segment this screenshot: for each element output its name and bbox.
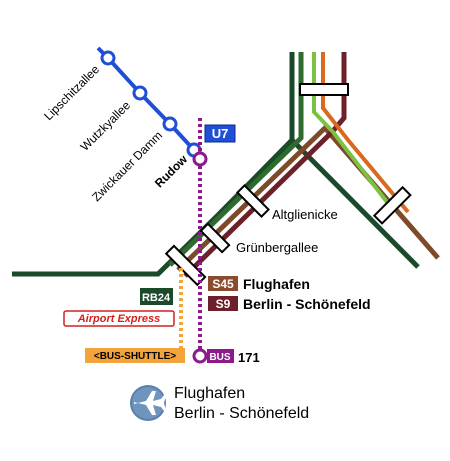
airport-express-badge-label: Airport Express: [77, 313, 161, 325]
bus-shuttle-badge-label: <BUS-SHUTTLE>: [94, 351, 176, 362]
station-label-altglienicke: Altglienicke: [272, 207, 338, 222]
u7-label-rudow: Rudow: [152, 152, 191, 191]
u7-station-lipschitzallee-dot[interactable]: [100, 50, 116, 66]
orange-line: [321, 52, 410, 214]
olive-green-line: [168, 52, 304, 267]
station-marker-altglienicke[interactable]: [236, 184, 270, 218]
u7-station-zwickauer-damm-dot[interactable]: [162, 116, 178, 132]
airport-label-line2: Berlin - Schönefeld: [174, 405, 309, 422]
station-marker-gruenbergallee[interactable]: [199, 222, 231, 254]
s45-badge[interactable]: [208, 276, 238, 291]
u7-label-lipschitzallee: Lipschitzallee: [41, 62, 102, 123]
s45-badge-label: S45: [212, 277, 234, 291]
station-markers: [164, 83, 412, 287]
bus-stop[interactable]: [192, 348, 208, 364]
station-marker-north[interactable]: [299, 83, 349, 96]
bus-badge[interactable]: [207, 349, 234, 363]
light-green-line: [312, 52, 392, 208]
airplane-icon: [130, 385, 166, 421]
purple-stop-rudow[interactable]: [192, 151, 208, 167]
bus-number-label: 171: [238, 350, 260, 365]
bus-shuttle-badge[interactable]: [85, 348, 185, 363]
s9-badge[interactable]: [208, 296, 238, 311]
bus-badge-label: BUS: [209, 352, 230, 363]
airport-label-line1: Flughafen: [174, 385, 245, 402]
airport-express-badge[interactable]: [63, 310, 175, 327]
u7-station-wutzkyallee-dot[interactable]: [132, 85, 148, 101]
u7-label-wutzkyallee: Wutzkyallee: [78, 98, 134, 154]
airport-station-name-line2: Berlin - Schönefeld: [243, 296, 371, 312]
dark-green-line-east: [290, 138, 420, 269]
airport-station-name-line1: Flughafen: [243, 276, 310, 292]
s9-badge-label: S9: [216, 297, 231, 311]
u7-badge[interactable]: [204, 124, 236, 143]
rb24-badge[interactable]: [140, 288, 173, 305]
brown-line: [176, 124, 440, 272]
station-label-gruenbergallee: Grünbergallee: [236, 240, 318, 255]
u7-badge-label: U7: [212, 126, 229, 141]
station-marker-east[interactable]: [372, 185, 412, 225]
rb24-badge-label: RB24: [142, 292, 171, 304]
